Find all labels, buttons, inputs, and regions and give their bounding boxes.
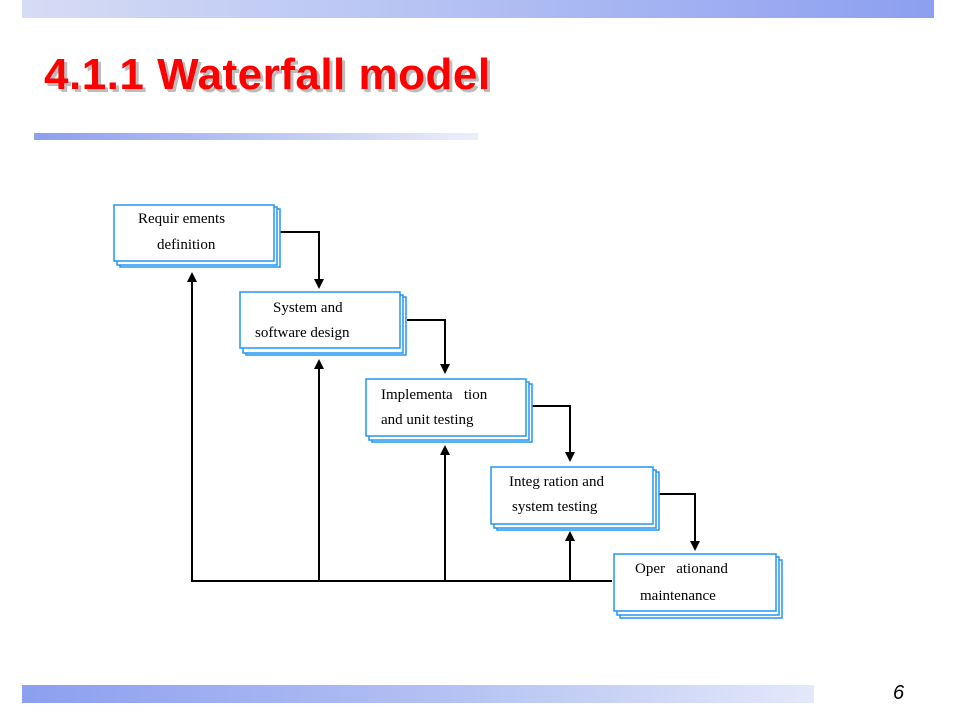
page-number: 6: [893, 682, 905, 704]
feedback-arrow-requirements: [187, 272, 612, 582]
flow-arrows: [280, 231, 700, 551]
stage-label-design-line1: System and: [273, 300, 343, 316]
stage-label-requirements-line2: definition: [157, 237, 216, 253]
flow-arrow-1: [280, 231, 324, 289]
bottom-decorative-bar: [22, 685, 814, 703]
flow-arrow-4: [659, 493, 700, 551]
stage-label-operation-line1: Oper ationand: [635, 561, 728, 577]
stage-label-requirements-line1: Requir ements: [138, 211, 225, 227]
flow-arrow-3: [532, 405, 575, 462]
stage-label-implementation-line2: and unit testing: [381, 412, 474, 428]
stage-label-design-line2: software design: [255, 325, 350, 341]
slide-title: 4.1.1 Waterfall model: [44, 50, 491, 99]
stage-box-requirements: Requir ements definition: [113, 204, 281, 268]
stage-label-operation-line2: maintenance: [640, 588, 716, 604]
top-decorative-bar: [22, 0, 934, 18]
feedback-lines: [187, 272, 612, 582]
flow-arrow-2: [407, 319, 450, 374]
stage-box-integration: Integ ration and system testing: [490, 466, 660, 531]
stage-box-design: System and software design: [239, 291, 407, 356]
stage-label-implementation-line1: Implementa tion: [381, 387, 488, 403]
title-underline: [34, 133, 478, 140]
stage-box-operation: Oper ationand maintenance: [613, 553, 783, 619]
stage-label-integration-line1: Integ ration and: [509, 474, 604, 490]
stage-box-implementation: Implementa tion and unit testing: [365, 378, 533, 443]
stage-label-integration-line2: system testing: [512, 499, 598, 515]
